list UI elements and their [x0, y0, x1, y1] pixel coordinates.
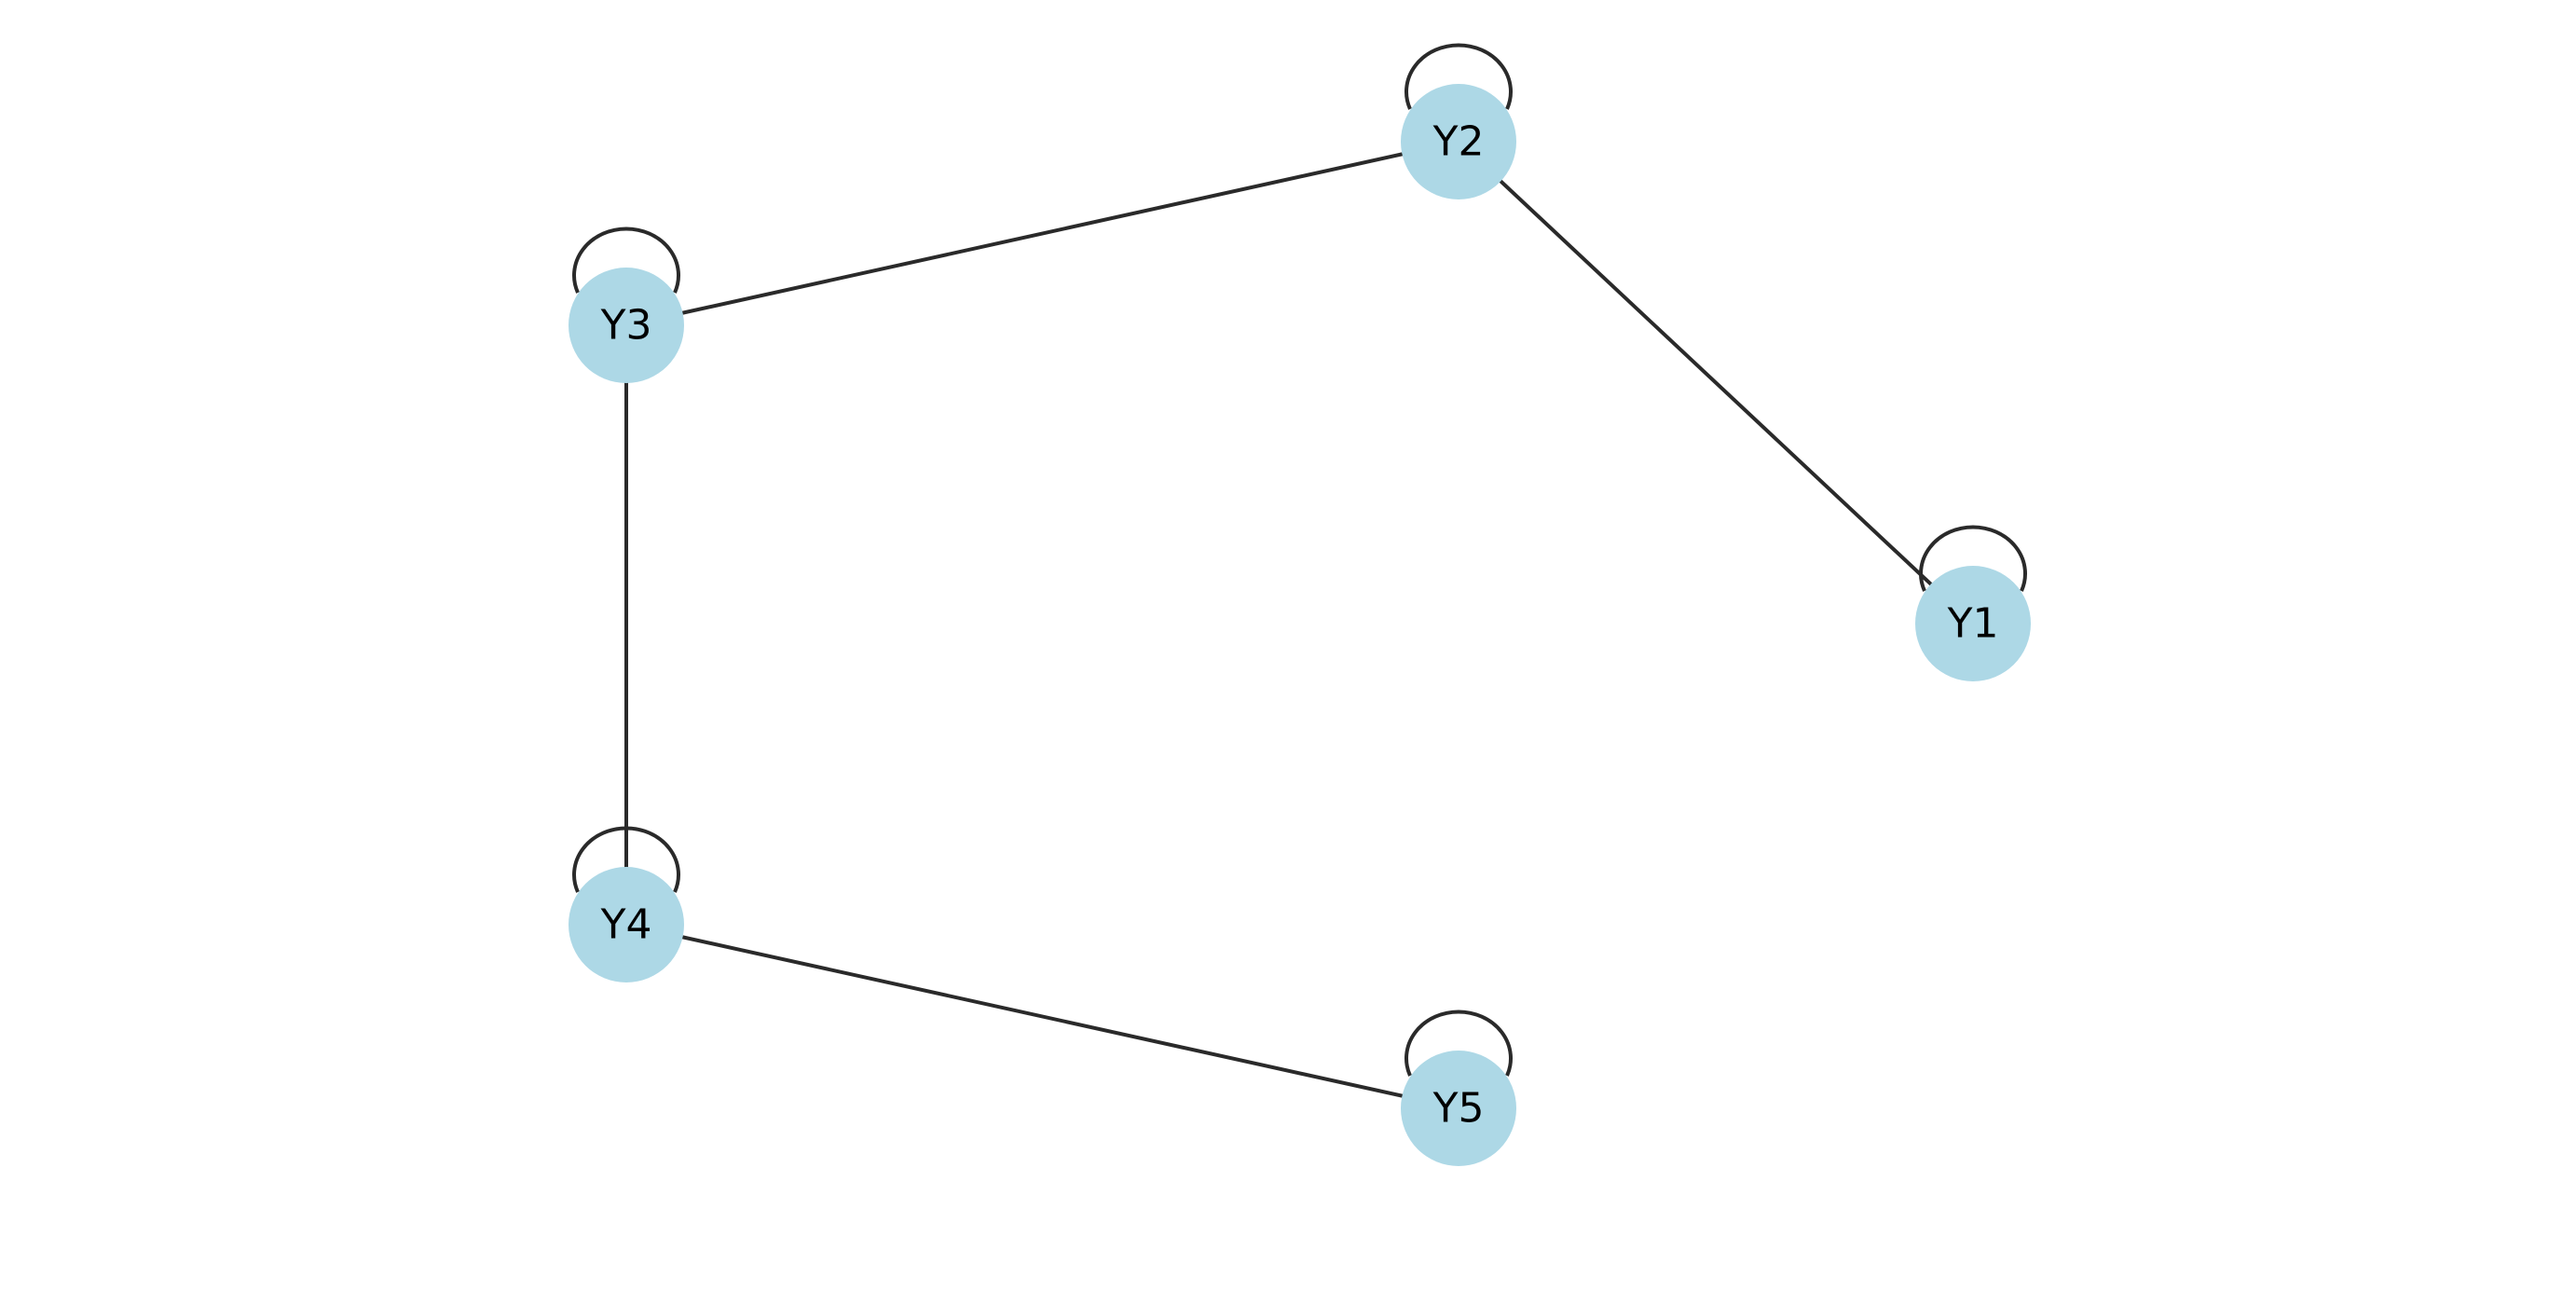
node-circle-y2 [1401, 84, 1516, 199]
node-circle-y3 [569, 268, 684, 383]
edges-layer [624, 140, 1975, 1110]
node-label-y1: Y1 [1947, 600, 1999, 648]
self-loops-layer [572, 43, 2027, 1077]
node-label-y5: Y5 [1432, 1085, 1485, 1133]
edge-y2-y1 [1457, 140, 1975, 625]
edge-y4-y5 [625, 923, 1459, 1110]
node-circle-y4 [569, 867, 684, 982]
self-loop-y1 [1919, 525, 2027, 592]
self-loop-y5 [1404, 1010, 1513, 1077]
node-label-y4: Y4 [600, 901, 652, 949]
node-circle-y1 [1915, 566, 2031, 681]
node-label-y3: Y3 [600, 302, 652, 350]
node-y4: Y4 [569, 867, 684, 982]
self-loop-y3 [572, 227, 680, 294]
self-loop-y4 [572, 826, 680, 893]
node-y3: Y3 [569, 268, 684, 383]
node-label-y2: Y2 [1432, 118, 1485, 166]
edge-y2-y3 [625, 140, 1459, 327]
node-y2: Y2 [1401, 84, 1516, 199]
node-circle-y5 [1401, 1051, 1516, 1166]
node-y5: Y5 [1401, 1051, 1516, 1166]
node-y1: Y1 [1915, 566, 2031, 681]
self-loop-y2 [1404, 43, 1513, 110]
